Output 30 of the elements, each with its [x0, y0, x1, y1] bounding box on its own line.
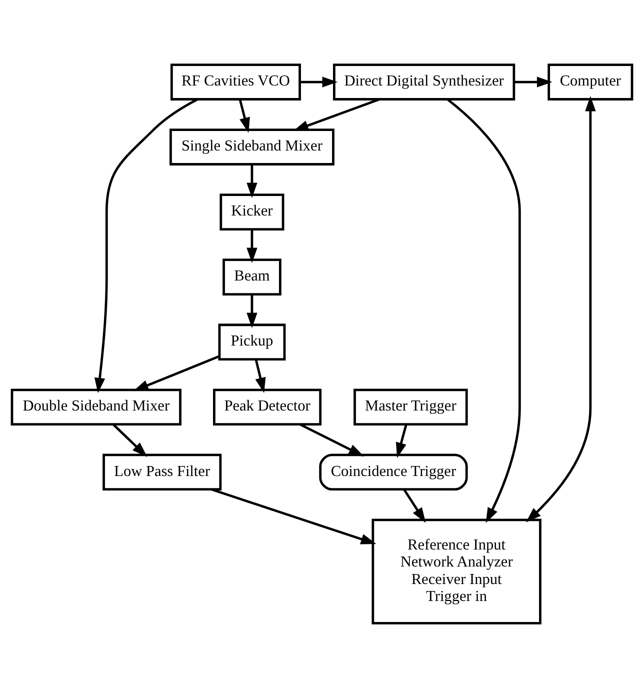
arrow	[446, 98, 521, 524]
arrow	[293, 98, 380, 131]
node-box: Peak Detector	[213, 388, 322, 426]
arrow	[300, 76, 338, 88]
arrow	[112, 424, 148, 457]
node-box: Kicker	[220, 194, 284, 230]
node-box: Beam	[222, 258, 282, 296]
arrow	[396, 424, 408, 458]
node-box: Reference Input Network Analyzer Receiver Input Trigger in	[372, 518, 542, 624]
arrow	[133, 355, 220, 392]
node-box: Single Sideband Mixer	[170, 128, 334, 166]
arrow	[300, 423, 364, 456]
node-box: RF Cavities VCO	[170, 64, 301, 100]
arrow	[403, 488, 426, 523]
node-box: Coincidence Trigger	[319, 454, 468, 491]
node-box: Pickup	[218, 324, 286, 360]
arrow	[211, 488, 376, 544]
arrow	[514, 76, 552, 88]
arrow	[94, 98, 198, 394]
node-box: Direct Digital Synthesizer	[333, 64, 516, 100]
node-box: Computer	[548, 64, 634, 100]
arrow	[526, 96, 596, 522]
arrow	[246, 294, 258, 328]
arrow	[246, 230, 258, 264]
node-box: Master Trigger	[354, 388, 468, 426]
arrow	[254, 359, 266, 393]
arrow	[246, 164, 258, 198]
node-box: Double Sideband Mixer	[10, 388, 182, 426]
node-box: Low Pass Filter	[102, 454, 222, 491]
arrow	[238, 99, 250, 133]
